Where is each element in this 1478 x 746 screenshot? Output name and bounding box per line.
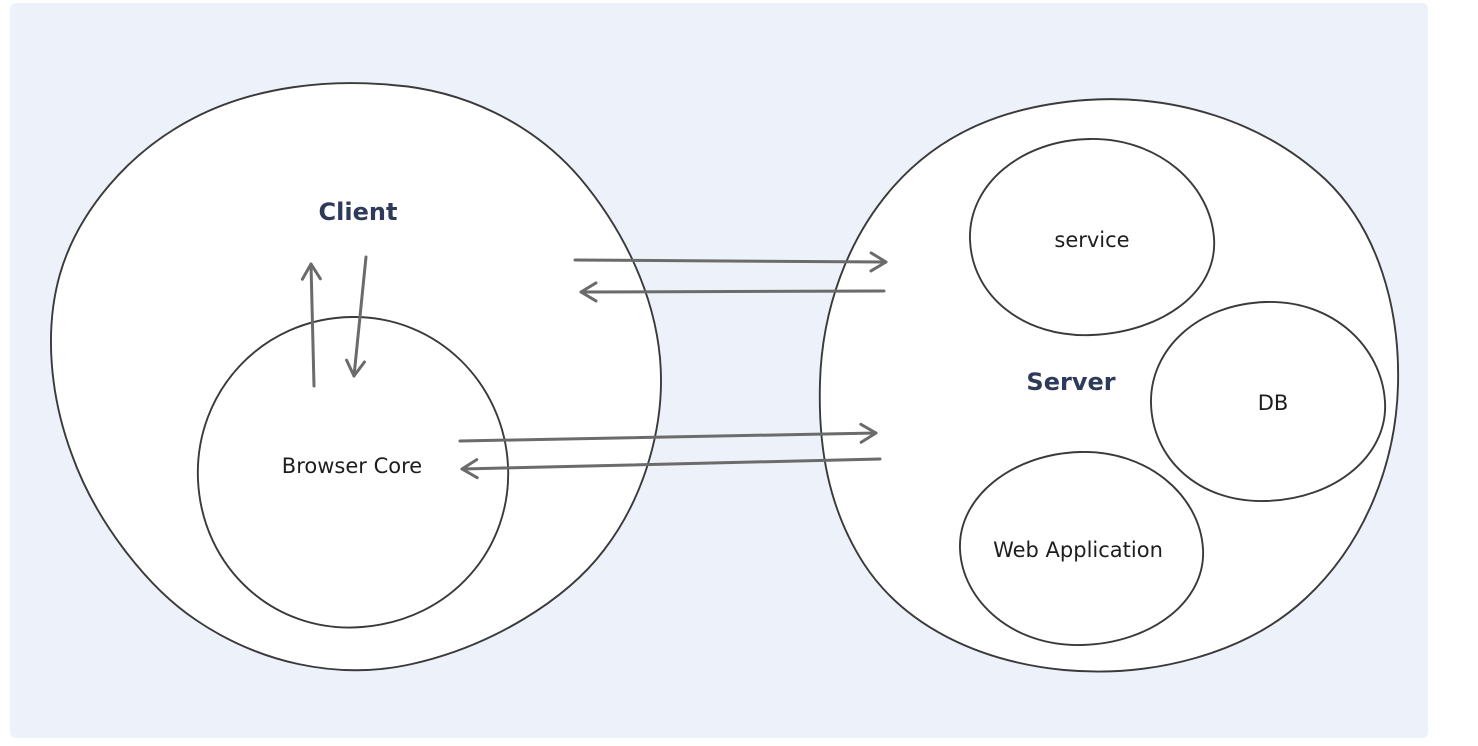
web-application-shape (959, 451, 1204, 646)
service-shape (969, 138, 1215, 336)
browser-core-label: Browser Core (282, 454, 422, 478)
browsercore-to-client-up-arrow (300, 262, 322, 388)
client-label: Client (319, 198, 398, 226)
browser-core-shape (197, 316, 509, 629)
web-application-label: Web Application (993, 538, 1163, 562)
client-to-server-arrow (573, 251, 888, 273)
browsercore-to-server-arrow (458, 422, 878, 444)
server-to-browsercore-arrow (460, 457, 882, 480)
service-label: service (1054, 228, 1129, 252)
server-to-client-arrow (579, 281, 886, 303)
db-shape (1150, 301, 1386, 502)
db-label: DB (1258, 391, 1289, 415)
client-to-browsercore-down-arrow (345, 255, 368, 378)
server-label: Server (1026, 368, 1115, 396)
